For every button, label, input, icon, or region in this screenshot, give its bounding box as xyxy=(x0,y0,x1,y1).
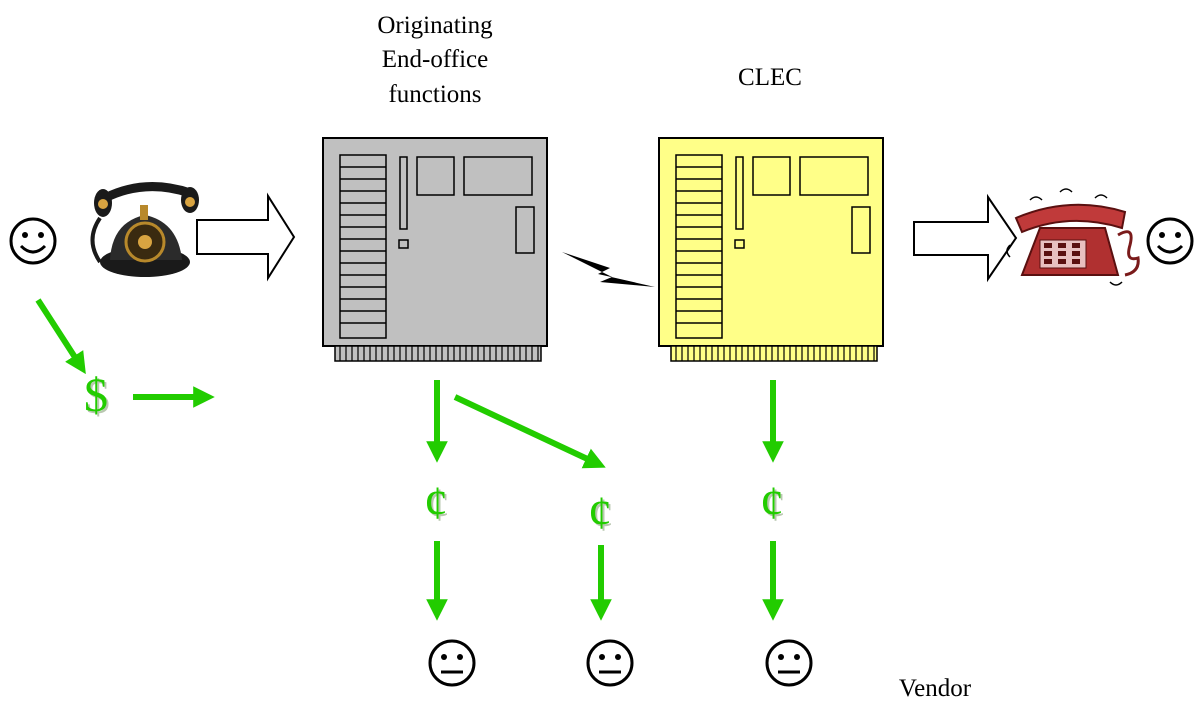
originating-switch-cabinet-icon xyxy=(322,137,548,362)
dollar-symbol: $ xyxy=(84,369,108,422)
vendor-neutral-face-icon xyxy=(428,639,476,687)
originating-label-line1: Originating xyxy=(377,12,493,39)
vendor-label: Vendor xyxy=(898,675,972,702)
lightning-bolt-icon xyxy=(562,252,655,287)
cent-symbol: ¢ xyxy=(424,477,448,530)
caller-smiley-icon xyxy=(9,217,57,265)
vendor-neutral-face-icon xyxy=(765,639,813,687)
ringing-phone-icon xyxy=(1006,188,1140,286)
cent-symbol: ¢ xyxy=(760,477,784,530)
rotary-phone-icon xyxy=(90,182,199,277)
call-arrow-right xyxy=(913,193,1018,283)
clec-label: CLEC xyxy=(738,64,802,91)
vendor-neutral-face-icon xyxy=(586,639,634,687)
money-flow-arrows xyxy=(35,298,784,621)
clec-switch-cabinet-icon xyxy=(658,137,884,362)
cent-symbol: ¢ xyxy=(588,487,612,540)
callee-smiley-icon xyxy=(1146,217,1194,265)
originating-label-line2: End-office xyxy=(381,46,489,73)
call-arrow-left xyxy=(196,192,296,282)
originating-label-line3: functions xyxy=(388,81,482,108)
